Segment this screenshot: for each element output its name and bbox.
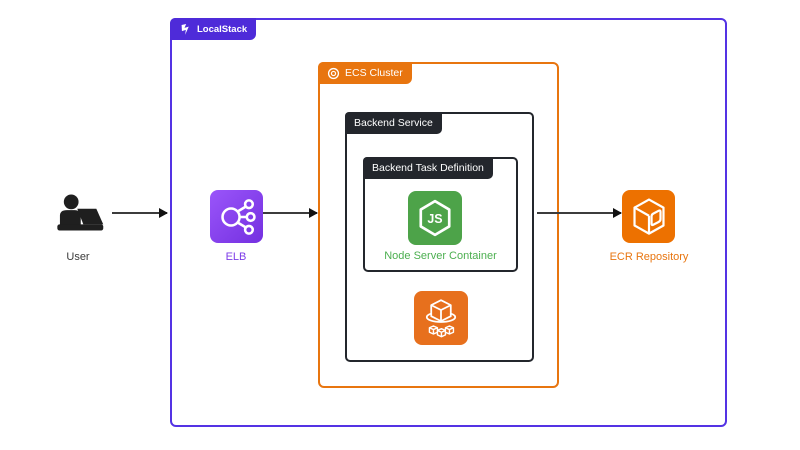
- arrow-elb-to-ecs-cluster: [263, 208, 318, 218]
- localstack-container-box: [170, 18, 727, 427]
- localstack-label: LocalStack: [197, 23, 248, 35]
- backend-service-label: Backend Service: [354, 117, 433, 129]
- ecr-repository-icon: [622, 190, 675, 243]
- ecs-cluster-icon: [327, 67, 340, 80]
- backend-task-definition-tab: Backend Task Definition: [363, 157, 493, 179]
- backend-task-definition-label: Backend Task Definition: [372, 162, 484, 174]
- localstack-tab: LocalStack: [170, 18, 257, 40]
- ecs-cluster-box: [318, 62, 559, 388]
- ecr-repository-label: ECR Repository: [609, 251, 689, 263]
- backend-service-tab: Backend Service: [345, 112, 442, 134]
- arrow-backend-service-to-ecr: [537, 208, 622, 218]
- ecs-service-icon: [414, 291, 468, 345]
- ecs-cluster-label: ECS Cluster: [345, 67, 403, 79]
- localstack-logo-icon: [179, 23, 192, 36]
- elb-icon: [210, 190, 263, 243]
- nodejs-icon-text: JS: [427, 212, 442, 226]
- node-server-container-label: Node Server Container: [384, 250, 497, 262]
- arrow-user-to-elb: [112, 208, 168, 218]
- user-icon: [53, 190, 105, 238]
- ecs-cluster-tab: ECS Cluster: [318, 62, 412, 84]
- nodejs-icon: JS: [408, 191, 462, 245]
- elb-label: ELB: [225, 251, 247, 263]
- user-label: User: [66, 251, 90, 263]
